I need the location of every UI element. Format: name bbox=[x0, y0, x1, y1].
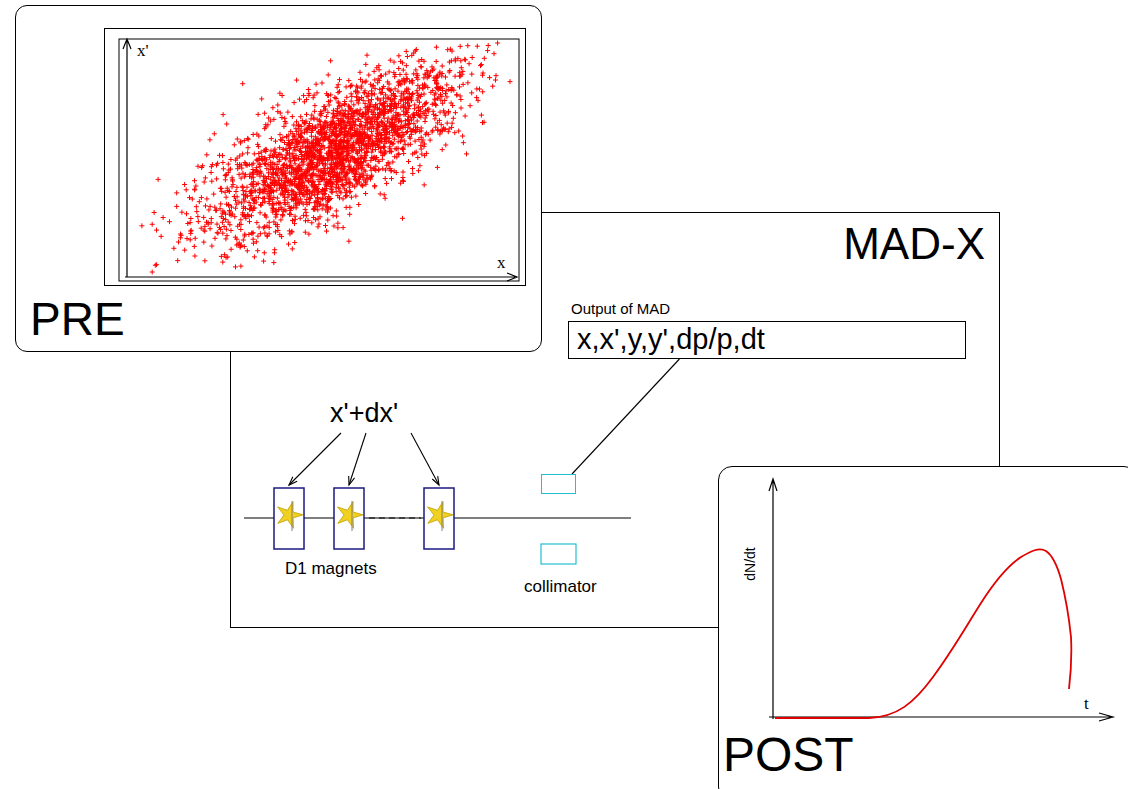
axis-label: t bbox=[1084, 694, 1089, 714]
scatter-plot bbox=[105, 29, 527, 287]
axis-label: x bbox=[497, 253, 506, 273]
output-box: Output of MADx,x',y,y',dp/p,dt bbox=[568, 321, 966, 359]
post-panel: POST bbox=[718, 466, 1128, 789]
axis-label: dN/dt bbox=[742, 547, 758, 580]
panel-title: POST bbox=[723, 727, 854, 782]
connector bbox=[572, 359, 679, 474]
pre-panel: x' xPRE bbox=[15, 5, 542, 352]
output-variables: x,x',y,y',dp/p,dt bbox=[577, 323, 765, 356]
part-label: collimator bbox=[524, 577, 597, 597]
panel-title: PRE bbox=[30, 292, 125, 346]
axis-label: x' bbox=[137, 41, 149, 61]
part-label: D1 magnets bbox=[285, 559, 377, 579]
collimator-jaw: collimator bbox=[541, 474, 576, 494]
panel-title: MAD-X bbox=[843, 219, 985, 269]
box-heading: Output of MAD bbox=[571, 300, 670, 317]
kick-label: x'+dx' bbox=[330, 398, 398, 429]
phase-space-plot: x' x bbox=[104, 28, 526, 286]
